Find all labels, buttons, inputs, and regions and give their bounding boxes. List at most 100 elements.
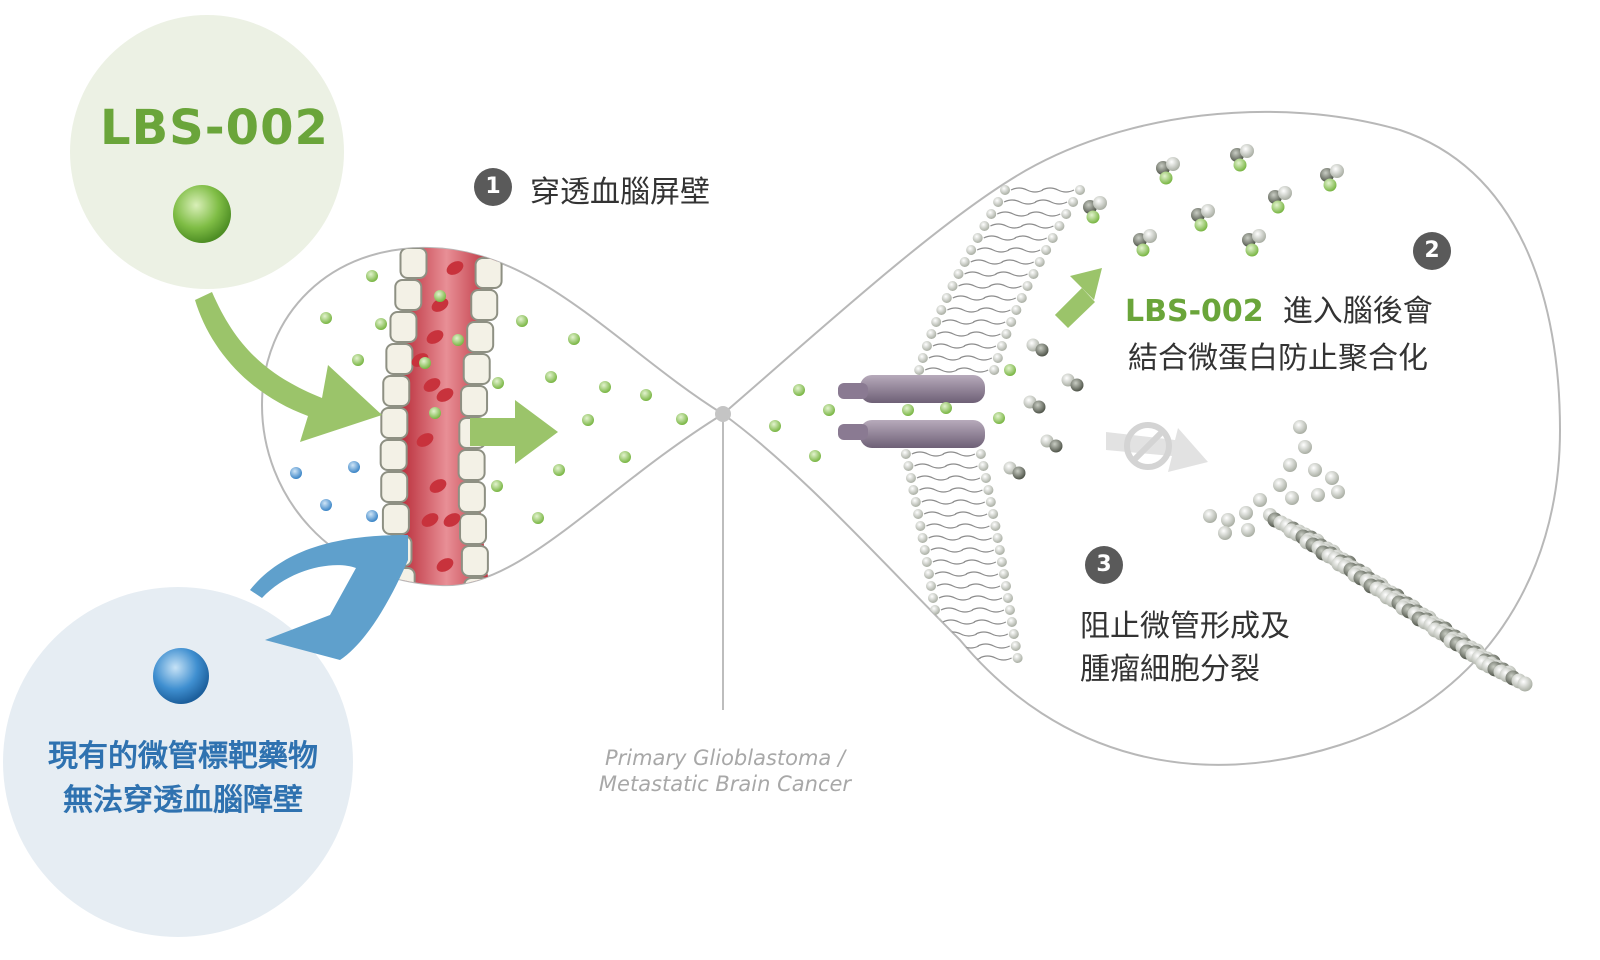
free-tubulin — [1203, 509, 1217, 523]
tubulin-alpha — [1032, 400, 1046, 414]
lipid-head — [931, 617, 942, 627]
tubulin-beta — [1201, 204, 1215, 218]
lipid-head — [917, 533, 928, 543]
lbs-002-particle — [769, 420, 781, 432]
green-arrow-through-barrier — [470, 400, 558, 464]
vessel-wall-cell — [457, 481, 486, 513]
free-tubulin — [1239, 506, 1253, 520]
lipid-head — [1006, 617, 1017, 627]
lbs-002-particle — [352, 354, 364, 366]
lbs-002-particle — [320, 312, 332, 324]
vessel-wall-cell — [459, 513, 488, 545]
lipid-head — [936, 305, 947, 315]
bound-drug — [1159, 171, 1173, 185]
lbs-002-particle — [568, 333, 580, 345]
lbs-002-particles-crossing — [320, 270, 688, 524]
lbs-002-particle — [599, 381, 611, 393]
lipid-head — [1004, 605, 1015, 615]
red-blood-cell — [426, 330, 444, 344]
lipid-head — [931, 317, 942, 327]
lipid-head — [941, 293, 952, 303]
lipid-tail — [916, 475, 950, 481]
lipid-head — [919, 545, 930, 555]
blood-vessel — [379, 247, 503, 586]
lbs-002-particle — [809, 450, 821, 462]
tubulin-beta — [1278, 186, 1292, 200]
tubulin-alpha — [1070, 378, 1084, 392]
tubulin-beta — [1252, 229, 1266, 243]
lipid-tail — [940, 607, 974, 613]
vessel-wall-cell — [379, 439, 408, 471]
lipid-tail — [938, 595, 972, 601]
lipid-tail — [952, 295, 986, 301]
lipid-tail — [921, 499, 955, 505]
lipid-head — [917, 353, 928, 363]
lipid-tail — [947, 475, 981, 481]
free-tubulin — [1293, 420, 1307, 434]
lipid-head — [921, 557, 932, 567]
step-1-label: 穿透血腦屏壁 — [530, 175, 710, 210]
lipid-head — [959, 257, 970, 267]
lipid-tail — [914, 463, 947, 469]
free-tubulin — [1283, 458, 1297, 472]
lipid-head — [925, 581, 936, 591]
bound-drug — [1086, 210, 1100, 224]
lipid-head — [1075, 185, 1085, 195]
lipid-head — [1061, 209, 1072, 219]
green-arrow-binding-shaft — [1055, 288, 1095, 328]
lipid-tail — [1014, 235, 1047, 241]
drug-name-title: LBS-002 — [100, 100, 329, 156]
lipid-head — [1002, 593, 1013, 603]
lipid-tail — [954, 511, 988, 517]
tubulin-beta — [1093, 196, 1107, 210]
lipid-tail — [1027, 211, 1061, 217]
lbs-002-particle — [582, 414, 594, 426]
existing-drug-particle — [366, 510, 378, 522]
lipid-head — [1000, 581, 1011, 591]
lipid-tail — [928, 355, 962, 361]
red-blood-cell — [446, 261, 464, 275]
lipid-head — [996, 557, 1007, 567]
lipid-tail — [990, 223, 1023, 229]
lipid-head — [986, 209, 997, 219]
lipid-head — [923, 569, 934, 579]
lipid-tail — [972, 319, 1006, 325]
lipid-tail — [965, 571, 999, 577]
lipid-head — [1041, 245, 1052, 255]
red-blood-cell — [423, 378, 441, 392]
lipid-tail — [932, 343, 966, 349]
lipid-head — [996, 341, 1007, 351]
green-arrow-into-barrier — [195, 292, 382, 442]
tubulin-beta — [1240, 144, 1254, 158]
lipid-tail — [958, 283, 991, 289]
vessel-wall-cell — [466, 321, 495, 353]
vessel-wall-cell — [470, 289, 499, 321]
tubulin-dimers-bound — [1083, 144, 1344, 257]
lipid-head — [913, 509, 924, 519]
lbs-002-particle — [545, 371, 557, 383]
step-2-drug-name: LBS-002 — [1125, 294, 1264, 329]
membrane-transporter — [838, 375, 985, 448]
lipid-head — [975, 449, 986, 459]
lipid-tail — [970, 259, 1003, 265]
lipid-tail — [963, 559, 997, 565]
lipid-head — [994, 545, 1005, 555]
lipid-tail — [977, 643, 1010, 649]
lipid-head — [935, 641, 946, 651]
existing-drug-particle — [320, 499, 332, 511]
microtubule — [1203, 420, 1533, 692]
lipid-tail — [963, 343, 997, 349]
lipid-head — [905, 473, 916, 483]
caption-line-2: Metastatic Brain Cancer — [598, 772, 852, 796]
lipid-tail — [952, 499, 986, 505]
lbs-002-particle — [676, 413, 688, 425]
free-tubulin — [1285, 491, 1299, 505]
lipid-head — [966, 245, 977, 255]
free-tubulin — [1325, 471, 1339, 485]
lipid-tail — [979, 655, 1012, 661]
lbs-002-particle — [429, 407, 441, 419]
lbs-002-particles-entering-cell — [769, 364, 1016, 462]
blocked-sign-icon — [1124, 422, 1172, 470]
free-tubulin — [1331, 485, 1345, 499]
bound-drug — [1323, 178, 1337, 192]
